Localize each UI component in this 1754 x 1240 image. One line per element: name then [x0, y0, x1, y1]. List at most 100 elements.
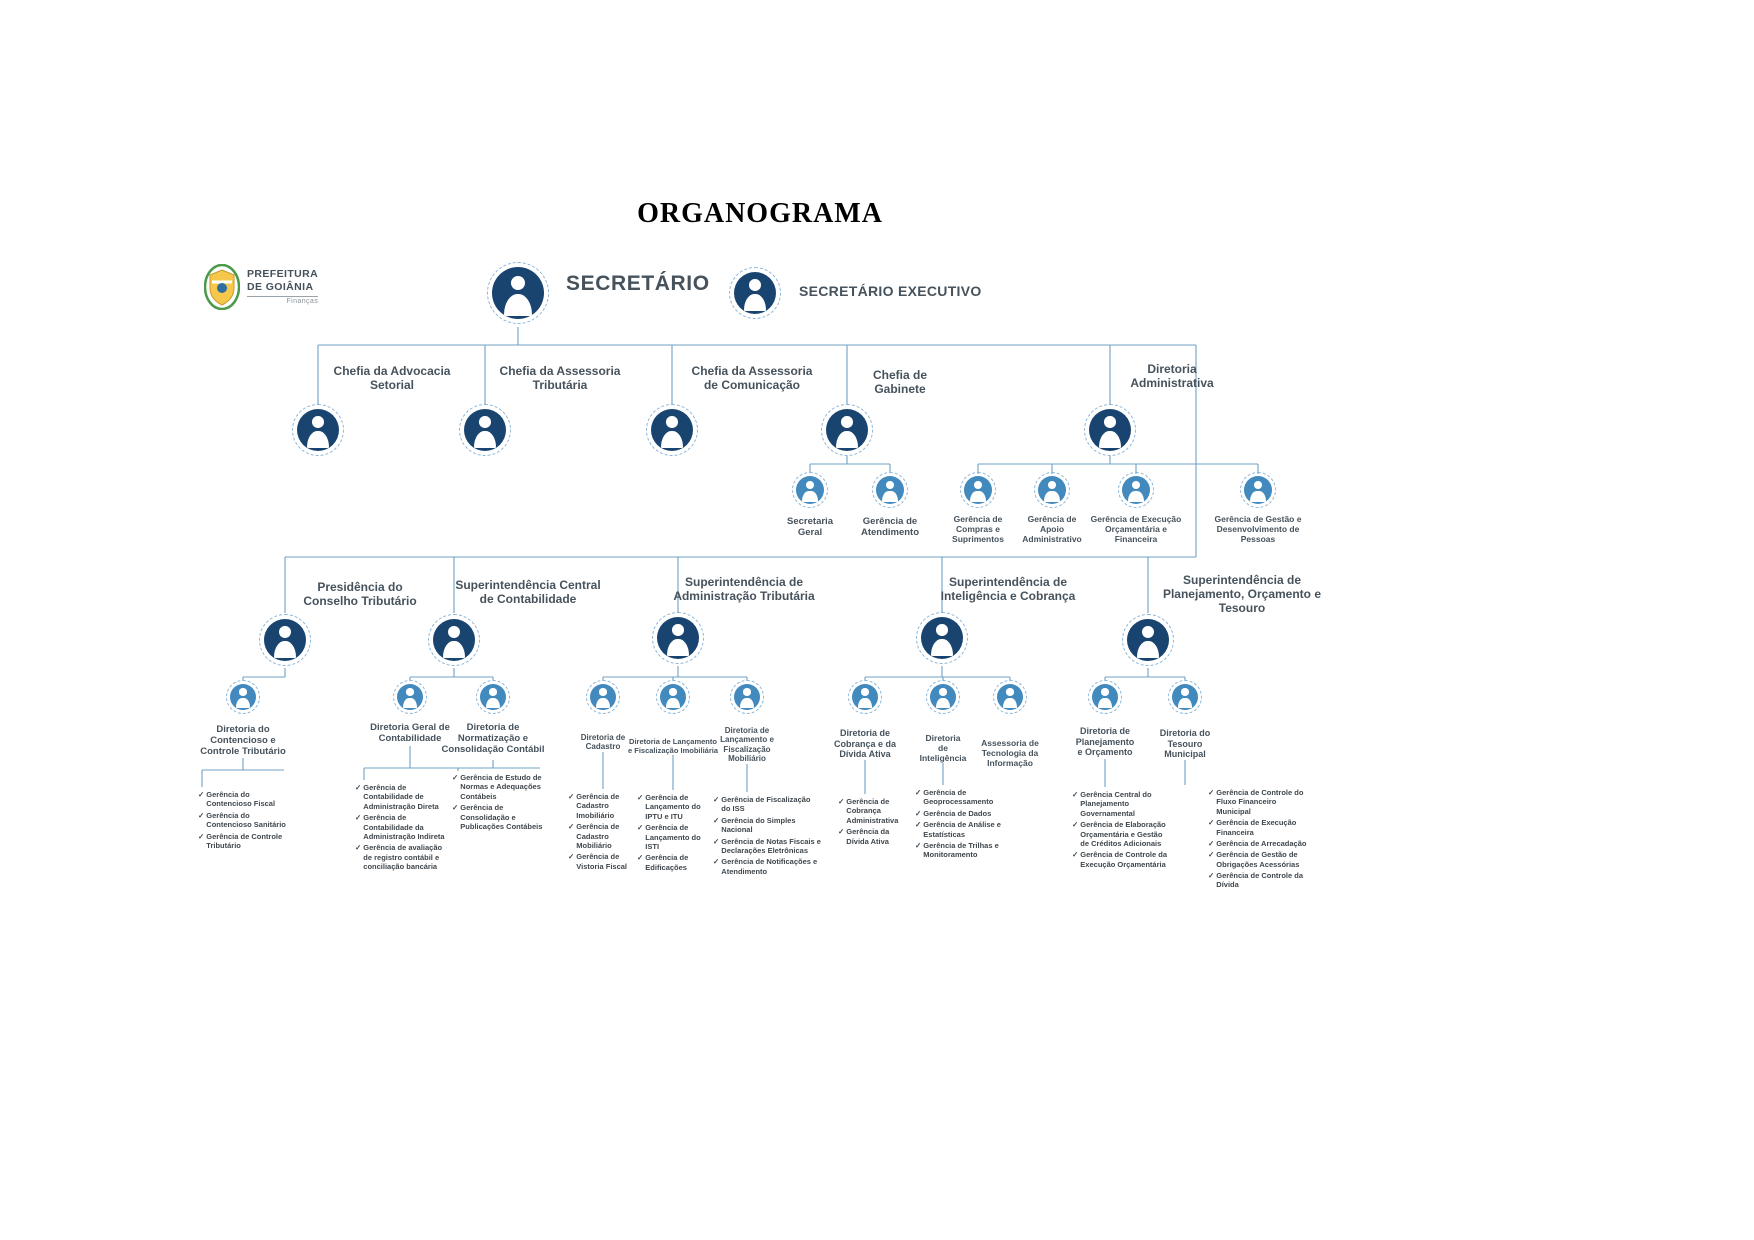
logo-text: PREFEITURA DE GOIÂNIA Finanças	[247, 267, 319, 307]
gerencia-atendimento-label: Gerência de Atendimento	[860, 516, 920, 539]
gerencia-item: ✓Gerência do Contencioso Sanitário	[198, 811, 294, 830]
dashed-ring	[729, 267, 781, 319]
gerencia-item: ✓Gerência de Análise e Estatísticas	[915, 820, 1007, 839]
gerencia-item-label: Gerência de Gestão de Obrigações Acessór…	[1216, 850, 1300, 869]
gerencia-item: ✓Gerência de Arrecadação	[1208, 839, 1312, 848]
gerencia-item: ✓Gerência do Contencioso Fiscal	[198, 790, 294, 809]
check-icon: ✓	[637, 853, 644, 863]
gerencia-item-label: Gerência do Contencioso Fiscal	[206, 790, 276, 809]
check-icon: ✓	[1208, 850, 1215, 860]
dashed-ring	[916, 612, 968, 664]
person-icon	[930, 684, 956, 710]
check-icon: ✓	[915, 808, 922, 818]
check-icon: ✓	[1072, 820, 1079, 830]
gerencia-item-label: Gerência do Contencioso Sanitário	[206, 810, 286, 830]
gerencia-item: ✓Gerência de Lançamento do IPTU e ITU	[637, 793, 715, 821]
gerencia-item-label: Gerência de Controle da Execução Orçamen…	[1080, 850, 1167, 869]
gerencia-item-label: Gerência de Controle da Dívida	[1216, 871, 1303, 890]
check-icon: ✓	[1072, 790, 1079, 799]
chefia-gabinete-label: Chefia de Gabinete	[872, 368, 928, 397]
person-icon	[264, 619, 306, 661]
person-icon	[480, 684, 506, 710]
gerencia-item-label: Gerência de Execução Financeira	[1216, 818, 1297, 837]
check-icon: ✓	[1208, 871, 1215, 880]
page-title: ORGANOGRAMA	[637, 198, 883, 229]
gerencia-item-label: Gerência de Lançamento do IPTU e ITU	[645, 793, 701, 821]
check-icon: ✓	[355, 813, 362, 823]
gerencia-list-cobranca: ✓Gerência de Cobrança Administrativa✓Ger…	[838, 797, 904, 848]
check-icon: ✓	[568, 822, 575, 832]
gerencia-list-tesouro: ✓Gerência de Controle do Fluxo Financeir…	[1208, 788, 1312, 892]
super-contabilidade-label: Superintendência Central de Contabilidad…	[455, 578, 601, 607]
person-icon	[492, 267, 544, 319]
gerencia-item-label: Gerência de Cadastro Imobiliário	[576, 792, 620, 820]
gerencia-item-label: Gerência de Elaboração Orçamentária e Ge…	[1080, 820, 1166, 848]
dashed-ring	[656, 680, 690, 714]
dashed-ring	[1084, 404, 1136, 456]
person-icon	[433, 619, 475, 661]
check-icon: ✓	[1072, 850, 1079, 860]
dir-tesouro-label: Diretoria do Tesouro Municipal	[1159, 728, 1211, 760]
gerencia-item-label: Gerência de avaliação de registro contáb…	[363, 843, 443, 871]
gerencia-list-contencioso: ✓Gerência do Contencioso Fiscal✓Gerência…	[198, 790, 294, 852]
check-icon: ✓	[713, 795, 720, 804]
dashed-ring	[586, 680, 620, 714]
gerencia-execucao-orcamentaria-node	[1118, 472, 1154, 508]
gerencia-item-label: Gerência de Fiscalização do ISS	[721, 795, 811, 814]
gerencia-item: ✓Gerência de Fiscalização do ISS	[713, 795, 821, 814]
check-icon: ✓	[713, 836, 720, 846]
dir-inteligencia-node	[926, 680, 960, 714]
gerencia-compras-node	[960, 472, 996, 508]
gerencia-item-label: Gerência de Contabilidade de Administraç…	[363, 783, 439, 811]
dir-geral-contabilidade-node	[393, 680, 427, 714]
check-icon: ✓	[1208, 838, 1215, 848]
gerencia-item-label: Gerência do Simples Nacional	[721, 815, 796, 835]
gerencia-list-inteligencia: ✓Gerência de Geoprocessamento ✓Gerência d…	[915, 788, 1007, 862]
chefia-advocacia-node	[292, 404, 344, 456]
dashed-ring	[730, 680, 764, 714]
super-planejamento-label: Superintendência de Planejamento, Orçame…	[1162, 573, 1322, 616]
gerencia-item-label: Gerência Central do Planejamento Governa…	[1080, 790, 1152, 818]
level4-connectors	[242, 666, 1186, 681]
person-icon	[1089, 409, 1131, 451]
dashed-ring	[821, 404, 873, 456]
check-icon: ✓	[198, 790, 205, 799]
dir-cobranca-node	[848, 680, 882, 714]
gerencia-item-label: Gerência de Edificações	[645, 853, 689, 872]
person-icon	[297, 409, 339, 451]
gerencia-item: ✓Gerência de Vistoria Fiscal	[568, 852, 640, 871]
gerencia-item-label: Gerência de Contabilidade da Administraç…	[363, 813, 445, 841]
gerencia-item: ✓Gerência de Geoprocessamento	[915, 788, 1007, 807]
dashed-ring	[792, 472, 828, 508]
gerencia-item: ✓Gerência de Estudo de Normas e Adequaçõ…	[452, 773, 550, 801]
check-icon: ✓	[1208, 818, 1215, 828]
person-icon	[796, 476, 824, 504]
check-icon: ✓	[915, 840, 922, 850]
gerencia-list-normatizacao: ✓Gerência de Estudo de Normas e Adequaçõ…	[452, 773, 550, 833]
gerencia-item-label: Gerência de Lançamento do ISTI	[645, 823, 701, 851]
dashed-ring	[428, 614, 480, 666]
gerencia-item: ✓Gerência Central do Planejamento Govern…	[1072, 790, 1170, 818]
check-icon: ✓	[838, 797, 845, 806]
check-icon: ✓	[637, 823, 644, 833]
dashed-ring	[292, 404, 344, 456]
check-icon: ✓	[355, 783, 362, 792]
gerencia-item: ✓Gerência de Controle da Dívida	[1208, 871, 1312, 890]
gerencia-list-lancamento-imobiliaria: ✓Gerência de Lançamento do IPTU e ITU✓Ge…	[637, 793, 715, 874]
check-icon: ✓	[637, 793, 644, 802]
gerencia-item: ✓Gerência de Controle da Execução Orçame…	[1072, 850, 1170, 869]
chefia-comunicacao-label: Chefia da Assessoria de Comunicação	[691, 364, 813, 393]
super-contabilidade-node	[428, 614, 480, 666]
gerencia-item-label: Gerência de Vistoria Fiscal	[576, 852, 628, 871]
gerencia-list-contabilidade-geral: ✓Gerência de Contabilidade de Administra…	[355, 783, 447, 873]
check-icon: ✓	[198, 810, 205, 820]
gerencia-item: ✓Gerência de Cadastro Mobiliário	[568, 822, 640, 850]
secretario-node	[487, 262, 549, 324]
chefia-advocacia-label: Chefia da Advocacia Setorial	[333, 364, 451, 393]
secretario-executivo-label: SECRETÁRIO EXECUTIVO	[799, 283, 982, 299]
dir-contencioso-label: Diretoria do Contencioso e Controle Trib…	[200, 724, 286, 758]
super-planejamento-node	[1122, 614, 1174, 666]
dashed-ring	[1088, 680, 1122, 714]
logo-line1: PREFEITURA	[247, 267, 319, 280]
gerencia-item: ✓Gerência de Elaboração Orçamentária e G…	[1072, 820, 1170, 848]
